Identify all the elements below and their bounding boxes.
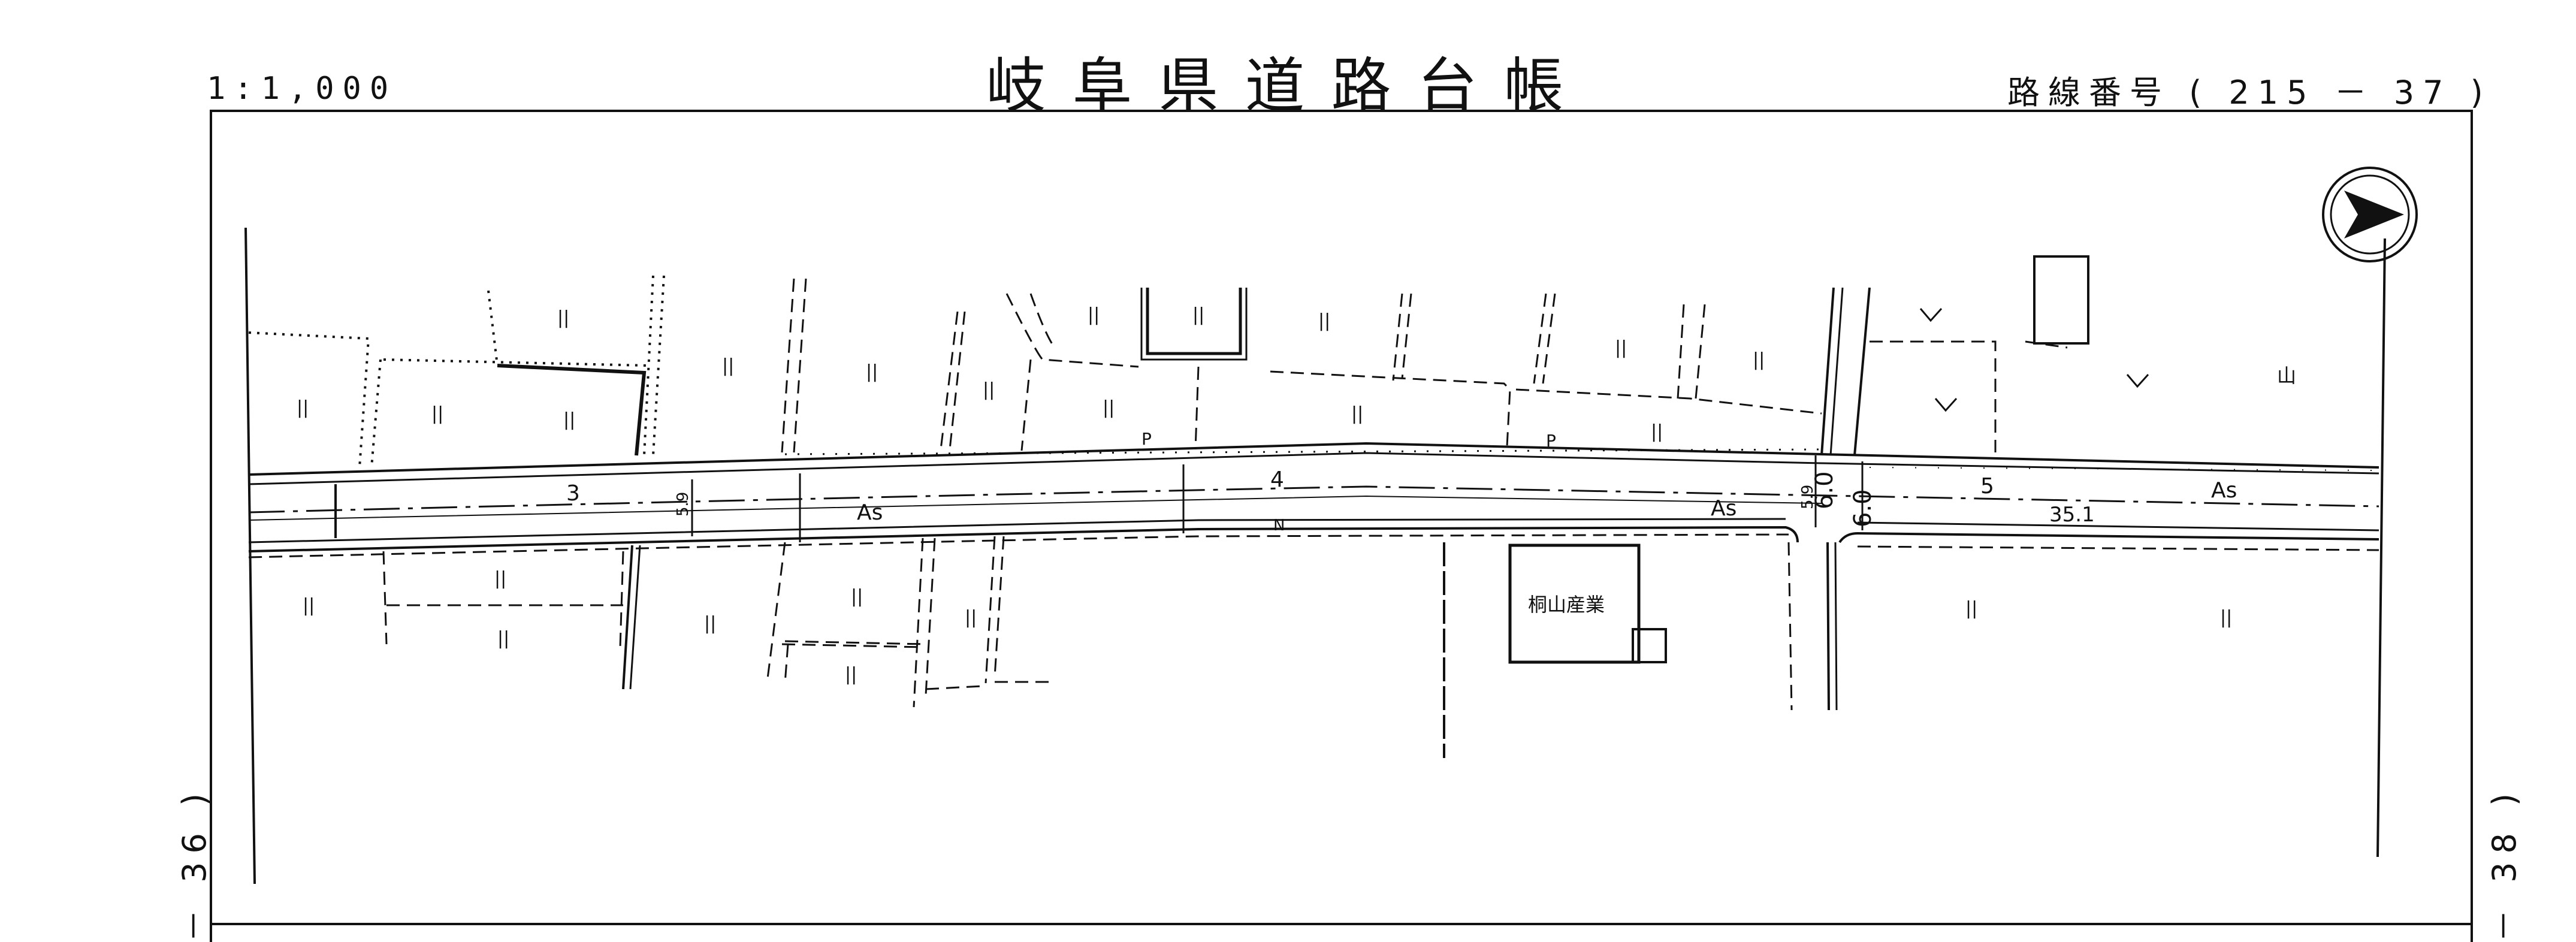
cross-road-south-boundary: [1787, 542, 1793, 711]
lot-boundaries-south: [382, 536, 1052, 708]
route-number: 路線番号 ( 215 － 37 ): [2007, 74, 2492, 111]
surface-label: As: [857, 500, 883, 525]
field-symbol: ||: [845, 664, 857, 685]
field-symbol: ||: [722, 355, 734, 376]
field-symbol: ||: [1651, 421, 1663, 442]
lot-dotted-boundaries: [248, 275, 665, 468]
cross-road-west-edge: [1820, 287, 1835, 456]
road-edge-south-inner: [248, 518, 1786, 544]
road-edge-north: [248, 442, 2379, 476]
cross-road-east-edge: [1853, 287, 1871, 456]
north-arrow-icon: [2322, 167, 2418, 262]
field-symbol: ||: [303, 595, 315, 616]
field-symbol: ||: [704, 613, 716, 634]
field-symbol: ||: [1318, 310, 1330, 331]
surface-label: As: [1711, 496, 1737, 521]
road-centerline: [248, 485, 2379, 514]
field-symbol: ||: [1088, 304, 1100, 325]
field-symbol: ||: [1192, 304, 1204, 325]
boundary-south-east: [1857, 545, 2379, 551]
cross-road-west-inner: [1829, 287, 1844, 456]
building-label: 桐山産業: [1528, 593, 1605, 616]
field-symbol: ||: [851, 586, 863, 607]
map-frame: [210, 110, 2473, 942]
width-label: 6.0: [1849, 489, 1877, 527]
pole-label: P: [1546, 431, 1556, 451]
station-label: 5: [1980, 474, 1994, 499]
distance-label: 35.1: [2049, 503, 2095, 527]
boundary-south: [248, 533, 1789, 558]
north-spur-road-inner: [1140, 288, 1248, 361]
lot-line-south-1: [622, 545, 633, 690]
cross-road-south-west: [1826, 542, 1830, 711]
lot-boundaries-north: [781, 278, 2068, 453]
field-symbol: ||: [494, 568, 506, 589]
storage-building: [2033, 255, 2089, 345]
station-label: 4: [1270, 467, 1284, 492]
field-symbol: ||: [1753, 349, 1765, 370]
factory-annex: [1632, 628, 1667, 663]
surface-label: As: [2211, 478, 2237, 503]
map-title: 岐阜県道路台帳: [986, 51, 1590, 121]
field-symbol: ||: [557, 307, 569, 328]
lane-line: [248, 495, 1822, 521]
road-edge-south: [248, 526, 1799, 552]
north-spur-road: [1146, 288, 1242, 355]
width-label: 5.9: [674, 492, 692, 517]
field-symbol: ||: [431, 403, 443, 424]
fence-line: [497, 364, 647, 456]
station-label: 3: [566, 481, 580, 506]
field-symbol: ||: [983, 379, 995, 400]
factory-building: [1508, 544, 1641, 664]
field-symbol: ||: [497, 628, 509, 649]
cross-road-south-west-inner: [1834, 542, 1838, 711]
field-symbol: ||: [2220, 607, 2232, 628]
field-symbol: ||: [1615, 337, 1627, 358]
road-edge-south-inner-east: [1857, 521, 2379, 532]
width-label: 6.0: [1811, 471, 1838, 509]
field-symbol: ||: [1351, 403, 1363, 424]
match-line-right: [2376, 238, 2386, 858]
road-edge-north-inner: [248, 452, 2379, 485]
forest-symbol: 山: [2277, 364, 2296, 387]
match-line-left: [244, 227, 256, 884]
field-symbol: ||: [563, 409, 575, 430]
lot-line-south-2: [629, 545, 641, 690]
field-symbol: ||: [297, 397, 309, 418]
pole-label: P: [1141, 429, 1152, 449]
map-scale: 1:1,000: [207, 71, 397, 107]
width-label: 5.9: [1799, 485, 1817, 509]
field-symbol: ||: [1103, 397, 1115, 418]
road-edge-south-east: [1838, 532, 2379, 544]
guardrail-ticks: [784, 448, 1822, 455]
field-symbol: ||: [965, 607, 977, 628]
north-marker-label: N: [1273, 517, 1285, 535]
wasteland-symbols: [1919, 307, 2149, 412]
field-symbol: ||: [1965, 598, 1977, 619]
field-symbol: ||: [866, 361, 878, 382]
